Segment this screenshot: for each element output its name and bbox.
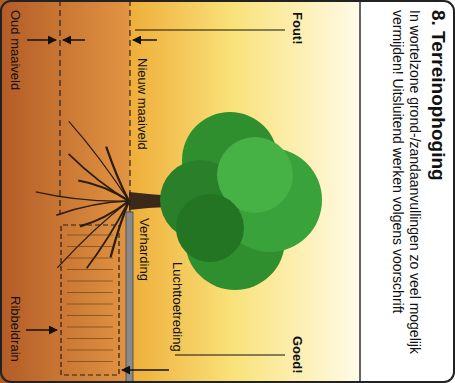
- right-marker: Goed!: [289, 336, 305, 374]
- sky: [130, 0, 360, 383]
- rib: [67, 327, 113, 328]
- level-label: Oud maaiveld: [7, 10, 23, 90]
- rib: [67, 315, 113, 316]
- rib: [67, 292, 113, 293]
- root: [80, 201, 129, 226]
- level-label: Nieuw maaiveld: [134, 58, 150, 150]
- arrow: [63, 39, 85, 41]
- header-panel: [360, 0, 455, 383]
- root: [56, 201, 129, 215]
- root: [69, 121, 129, 201]
- wrong-marker: Fout!: [289, 12, 305, 44]
- rib: [67, 246, 113, 247]
- drain-ribs: [67, 235, 113, 362]
- title: 8. Terreinophoging: [426, 10, 449, 181]
- rib: [67, 361, 113, 362]
- rib: [67, 258, 113, 259]
- pavement: [126, 212, 133, 383]
- rib: [67, 338, 113, 339]
- instruction-text: In wortelzone grond-/zandaanvullingen zo…: [389, 10, 423, 360]
- pavement-label: Verharding: [136, 218, 152, 281]
- root: [106, 147, 129, 201]
- rib: [67, 304, 113, 305]
- root: [57, 201, 129, 268]
- air-label: Luchttoetreding: [169, 262, 185, 352]
- arrow: [27, 39, 56, 41]
- old-ground-line: [59, 0, 60, 215]
- rib: [67, 350, 113, 351]
- goed-pointer: [175, 355, 285, 356]
- roots: [36, 121, 129, 268]
- soil: [0, 0, 130, 383]
- fout-pointer: [135, 30, 285, 31]
- rib: [67, 269, 113, 270]
- air-arrow: [122, 369, 169, 371]
- ribbed-drain: [61, 225, 119, 375]
- rib: [67, 281, 113, 282]
- drain-label: Ribbeldrain: [7, 296, 23, 362]
- panel-edge: [359, 0, 361, 383]
- arrow: [133, 39, 157, 41]
- root: [69, 154, 129, 201]
- rib: [67, 235, 113, 236]
- arrow: [26, 329, 57, 331]
